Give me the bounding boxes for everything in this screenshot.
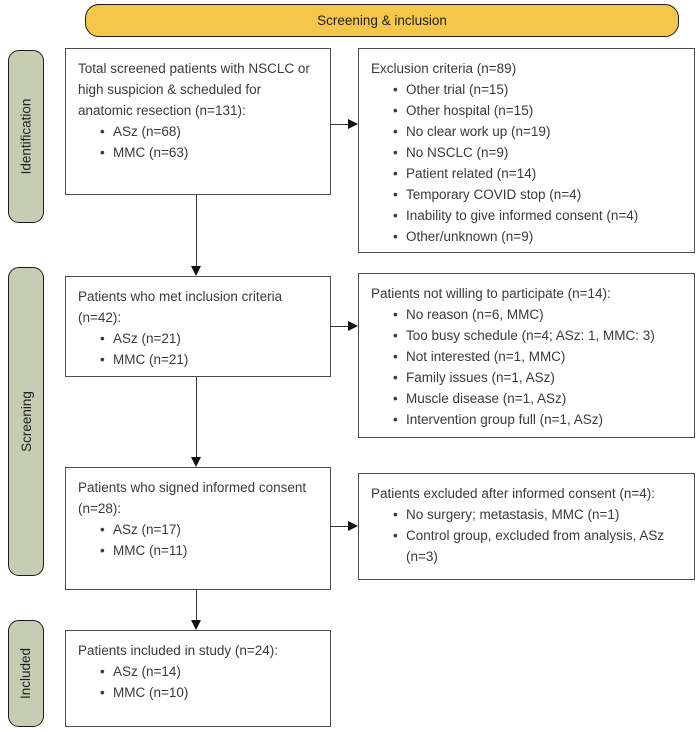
stage-identification: Identification xyxy=(8,50,44,223)
bullet-list: No surgery; metastasis, MMC (n=1) Contro… xyxy=(371,504,682,567)
box-heading: Exclusion criteria (n=89) xyxy=(371,61,517,76)
side-box-not-willing: Patients not willing to participate (n=1… xyxy=(358,273,695,438)
stage-screening: Screening xyxy=(8,267,44,576)
arrow-right-icon xyxy=(348,119,358,129)
bullet-item: Intervention group full (n=1, ASz) xyxy=(393,409,682,430)
bullet-item: MMC (n=10) xyxy=(100,682,318,703)
arrow-line-right-2 xyxy=(331,326,348,328)
bullet-item: Family issues (n=1, ASz) xyxy=(393,367,682,388)
box-heading: Patients excluded after informed consent… xyxy=(371,486,656,501)
box-heading: Patients who met inclusion criteria (n=4… xyxy=(78,289,283,325)
stage-included: Included xyxy=(8,620,44,727)
arrow-right-icon xyxy=(348,321,358,331)
bullet-item: Control group, excluded from analysis, A… xyxy=(393,525,682,567)
flow-box-included-study: Patients included in study (n=24): ASz (… xyxy=(65,630,331,727)
bullet-item: Patient related (n=14) xyxy=(393,163,682,184)
flow-box-signed-consent: Patients who signed informed consent (n=… xyxy=(65,467,331,590)
arrow-line-right-1 xyxy=(331,124,348,126)
arrow-line-down-1 xyxy=(196,195,198,266)
bullet-item: No NSCLC (n=9) xyxy=(393,142,682,163)
banner-screening-inclusion: Screening & inclusion xyxy=(85,4,679,37)
bullet-list: ASz (n=68) MMC (n=63) xyxy=(78,121,318,163)
stage-label: Screening xyxy=(18,391,34,452)
bullet-list: Other trial (n=15) Other hospital (n=15)… xyxy=(371,79,682,247)
bullet-item: Other hospital (n=15) xyxy=(393,100,682,121)
stage-label: Identification xyxy=(18,98,34,175)
bullet-item: Not interested (n=1, MMC) xyxy=(393,346,682,367)
bullet-item: Too busy schedule (n=4; ASz: 1, MMC: 3) xyxy=(393,325,682,346)
flow-box-total-screened: Total screened patients with NSCLC or hi… xyxy=(65,48,331,195)
bullet-list: ASz (n=14) MMC (n=10) xyxy=(78,661,318,703)
bullet-item: ASz (n=17) xyxy=(100,519,318,540)
arrow-right-icon xyxy=(348,521,358,531)
box-heading: Patients not willing to participate (n=1… xyxy=(371,286,611,301)
box-heading: Patients who signed informed consent (n=… xyxy=(78,480,307,516)
bullet-list: No reason (n=6, MMC) Too busy schedule (… xyxy=(371,304,682,430)
arrow-line-down-3 xyxy=(196,590,198,620)
stage-label: Included xyxy=(18,647,34,700)
flow-box-met-inclusion: Patients who met inclusion criteria (n=4… xyxy=(65,276,331,377)
arrow-down-icon xyxy=(191,266,201,276)
side-box-exclusion-criteria: Exclusion criteria (n=89) Other trial (n… xyxy=(358,48,695,253)
bullet-item: Other/unknown (n=9) xyxy=(393,226,682,247)
bullet-item: No surgery; metastasis, MMC (n=1) xyxy=(393,504,682,525)
box-heading: Total screened patients with NSCLC or hi… xyxy=(78,61,310,118)
bullet-item: Muscle disease (n=1, ASz) xyxy=(393,388,682,409)
arrow-line-down-2 xyxy=(196,377,198,457)
bullet-item: MMC (n=63) xyxy=(100,142,318,163)
bullet-item: MMC (n=11) xyxy=(100,540,318,561)
arrow-down-icon xyxy=(191,620,201,630)
bullet-item: ASz (n=14) xyxy=(100,661,318,682)
bullet-item: Other trial (n=15) xyxy=(393,79,682,100)
arrow-line-right-3 xyxy=(331,526,348,528)
bullet-item: No clear work up (n=19) xyxy=(393,121,682,142)
bullet-item: Temporary COVID stop (n=4) xyxy=(393,184,682,205)
bullet-item: Inability to give informed consent (n=4) xyxy=(393,205,682,226)
box-heading: Patients included in study (n=24): xyxy=(78,643,278,658)
banner-label: Screening & inclusion xyxy=(317,13,447,28)
bullet-item: ASz (n=68) xyxy=(100,121,318,142)
bullet-item: No reason (n=6, MMC) xyxy=(393,304,682,325)
side-box-excluded-after-consent: Patients excluded after informed consent… xyxy=(358,473,695,580)
bullet-list: ASz (n=21) MMC (n=21) xyxy=(78,328,318,370)
arrow-down-icon xyxy=(191,457,201,467)
bullet-list: ASz (n=17) MMC (n=11) xyxy=(78,519,318,561)
bullet-item: MMC (n=21) xyxy=(100,349,318,370)
bullet-item: ASz (n=21) xyxy=(100,328,318,349)
